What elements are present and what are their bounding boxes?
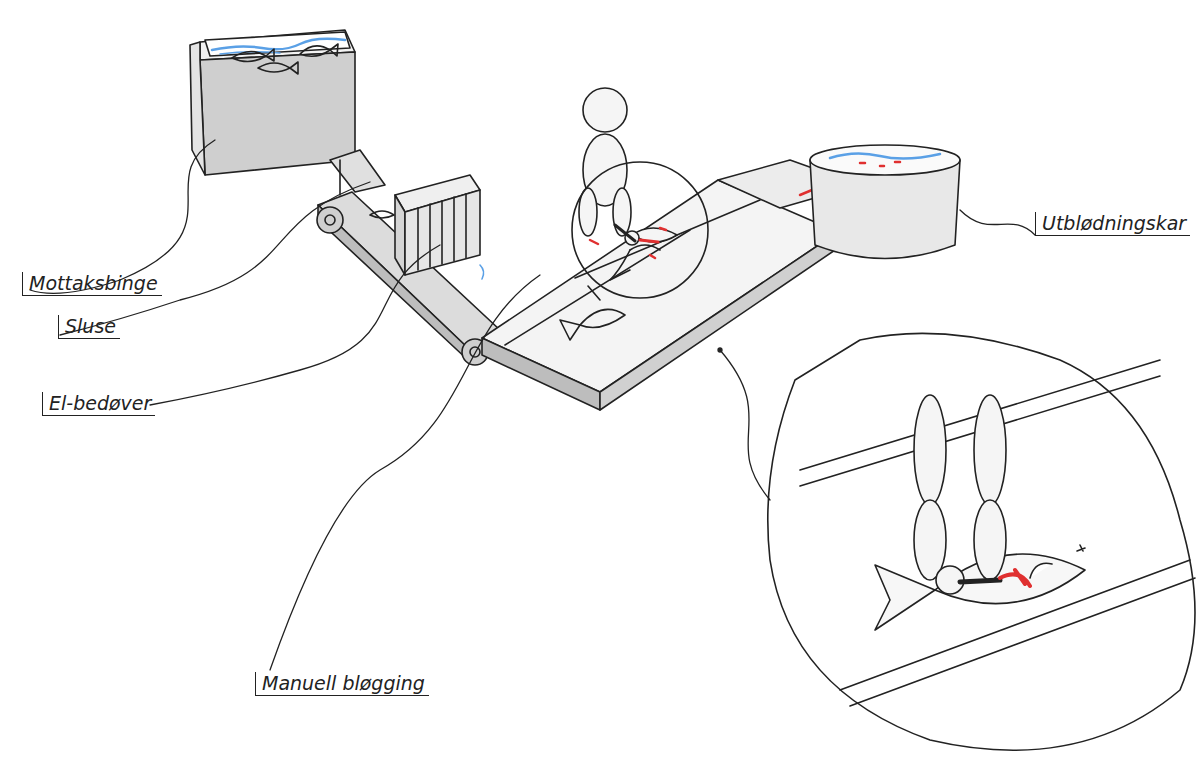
- part-label: Manuell bløgging: [255, 672, 429, 696]
- bleeding-tub: [810, 145, 960, 259]
- zoom-detail: [768, 333, 1195, 750]
- magnifier-ring: [572, 162, 708, 298]
- part-label: Sluse: [58, 315, 120, 339]
- electric-stunner: [395, 175, 484, 279]
- part-label: Utblødningskar: [1035, 212, 1190, 236]
- part-label: Mottaksbinge: [22, 272, 162, 296]
- part-label: El-bedøver: [42, 392, 155, 416]
- receiving-bin: [190, 30, 355, 175]
- leader-lines: [30, 140, 1035, 670]
- sluice: [330, 150, 385, 195]
